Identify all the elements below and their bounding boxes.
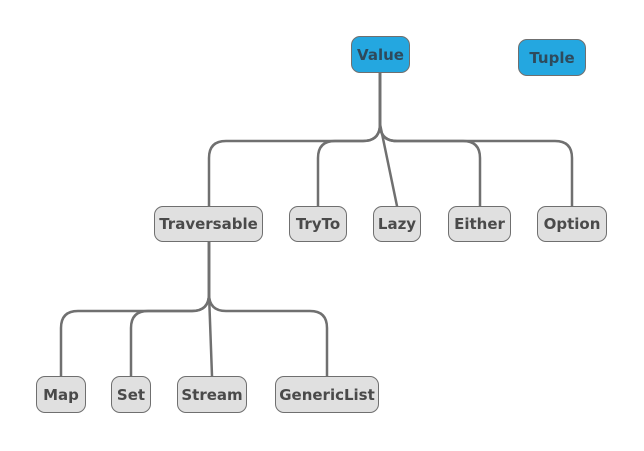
node-stream[interactable]: Stream bbox=[177, 376, 247, 413]
node-either[interactable]: Either bbox=[448, 206, 511, 242]
node-option[interactable]: Option bbox=[537, 206, 607, 242]
node-set[interactable]: Set bbox=[111, 376, 151, 413]
node-genericlist[interactable]: GenericList bbox=[275, 376, 379, 413]
edge-traversable-set bbox=[129, 239, 211, 378]
node-lazy[interactable]: Lazy bbox=[373, 206, 421, 242]
edge-traversable-genericlist bbox=[207, 239, 329, 378]
node-value[interactable]: Value bbox=[351, 36, 410, 73]
edge-traversable-map bbox=[59, 239, 211, 378]
node-tryto[interactable]: TryTo bbox=[289, 206, 347, 242]
node-traversable[interactable]: Traversable bbox=[154, 206, 263, 242]
hierarchy-edges bbox=[59, 70, 574, 378]
edge-value-option bbox=[378, 70, 574, 208]
edge-value-traversable bbox=[207, 70, 382, 208]
edge-value-tryto bbox=[316, 70, 382, 208]
node-map[interactable]: Map bbox=[36, 376, 86, 413]
node-tuple[interactable]: Tuple bbox=[518, 39, 586, 76]
edge-value-either bbox=[378, 70, 482, 208]
